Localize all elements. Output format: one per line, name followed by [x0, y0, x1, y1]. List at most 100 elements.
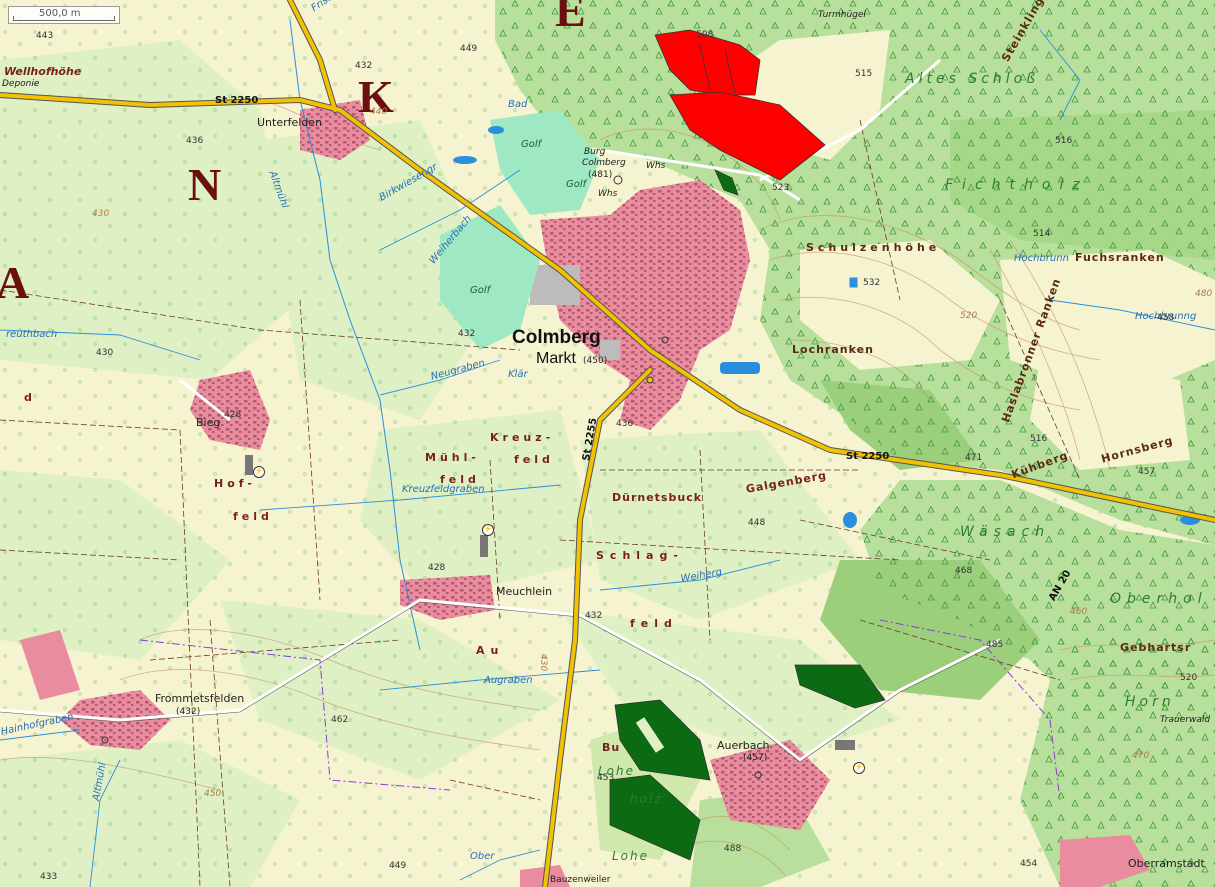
elevation-point: 516 — [1030, 434, 1048, 444]
paths — [0, 119, 1081, 887]
wind-turbine-icon: ⚡ — [853, 762, 865, 774]
field-duernetsbuck: Dürnetsbuck — [612, 491, 703, 504]
field-au: Au — [476, 644, 505, 657]
field-d: d — [24, 391, 36, 404]
elevation-point: 508 — [696, 30, 714, 40]
label-reuthbach: reuthbach — [6, 329, 58, 340]
place-bauzenweiler[interactable]: Bauzenweiler — [550, 875, 611, 885]
elevation-point: 432 — [585, 611, 603, 621]
place-frommetsfelden[interactable]: Frommetsfelden — [155, 692, 245, 705]
elevation-point: 443 — [36, 31, 54, 41]
contour-label: 430 — [92, 209, 110, 219]
contour-label: 440 — [370, 107, 388, 117]
place-oberramstadt[interactable]: Oberramstadt — [1128, 857, 1205, 870]
field-muehlfeld: feld — [440, 473, 480, 486]
elevation-point: 449 — [389, 861, 407, 871]
elevation-point: 436 — [186, 136, 204, 146]
label-trauerwald: Trauerwald — [1160, 715, 1211, 725]
elevation-point: 468 — [955, 566, 973, 576]
label-kreuzfeldgraben: Kreuzfeldgraben — [402, 484, 485, 495]
green-parcels[interactable] — [609, 169, 886, 861]
place-auerbach[interactable]: Auerbach — [717, 739, 770, 752]
elevation-point: 454 — [1020, 859, 1038, 869]
forest-clearings — [720, 30, 1215, 470]
markt-elevation: (450) — [583, 356, 608, 366]
district-letter-e: E — [555, 0, 586, 36]
place-meuchlein[interactable]: Meuchlein — [496, 585, 553, 598]
scale-ruler — [13, 16, 115, 21]
contour-label: 460 — [1070, 607, 1088, 617]
forest-schulzenhoehe: Schulzenhöhe — [806, 241, 941, 254]
scale-label: 500,0 m — [39, 8, 81, 19]
scale-bar: 500,0 m — [8, 6, 120, 24]
field-hoffeld: feld — [233, 510, 273, 523]
district-letter-n: N — [188, 159, 222, 210]
elevation-point: 457 — [1138, 467, 1156, 477]
elevation-point: 532 — [863, 278, 881, 288]
field-schlagfeld: feld — [630, 617, 678, 630]
contour-label: 430 — [538, 654, 548, 672]
forest-gebhart: Gebhartsr — [1120, 641, 1192, 654]
golf-area-north — [490, 110, 600, 215]
label-burg-colmberg: Colmberg — [582, 158, 626, 168]
boundary-line — [139, 639, 451, 791]
auerbach-elevation: (457) — [743, 753, 768, 763]
elevation-point: 516 — [1055, 136, 1073, 146]
field-hof: Hof- — [214, 477, 256, 490]
forest-lohe: Lohe — [598, 764, 636, 778]
forest-lohe-south: Lohe — [612, 849, 650, 863]
place-colmberg[interactable]: Colmberg — [512, 327, 601, 348]
ponds — [453, 126, 1200, 528]
burg-elevation: (481) — [588, 170, 613, 180]
forest-waesach: Wäsach — [960, 524, 1051, 540]
label-burg: Burg — [584, 147, 606, 157]
map-markers — [101, 175, 858, 779]
industrial-area — [530, 265, 580, 305]
label-deponie: Deponie — [2, 79, 40, 89]
elevation-point: 428 — [428, 563, 446, 573]
forest-lochranken: Lochranken — [792, 343, 874, 356]
forest-altes-schloss: Altes Schloß — [905, 71, 1040, 87]
elevation-point: 432 — [355, 61, 373, 71]
minor-roads-edge — [0, 601, 1001, 763]
elevation-point: 523 — [772, 183, 790, 193]
elevation-point: 458 — [1157, 313, 1175, 323]
place-unterfelden[interactable]: Unterfelden — [257, 116, 323, 129]
forest-holz: holz — [630, 792, 663, 806]
minor-roads — [0, 58, 1001, 762]
contour-label: 480 — [1195, 289, 1213, 299]
contour-label: 470 — [1132, 751, 1150, 761]
forest-fuchsranken: Fuchsranken — [1075, 251, 1165, 264]
label-hochbrunn: Hochbrunn — [1014, 253, 1069, 264]
road-st2250-west: St 2250 — [215, 95, 259, 106]
label-ober: Ober — [470, 851, 495, 862]
elevation-point: 428 — [224, 410, 242, 420]
elevation-point: 432 — [458, 329, 476, 339]
label-golf-1: Golf — [521, 139, 542, 150]
building-pattern — [60, 100, 830, 830]
contour-label: 520 — [960, 311, 978, 321]
water-features — [0, 19, 1215, 887]
red-parcels[interactable] — [654, 29, 826, 181]
place-wellhofhoehe: Wellhofhöhe — [4, 65, 82, 78]
wind-turbine-icon: ⚡ — [482, 524, 494, 536]
label-hochbrunng: Hochbrunng — [1135, 311, 1197, 322]
elevation-point: 430 — [96, 348, 114, 358]
place-bieg[interactable]: Bieg — [196, 416, 221, 429]
elevation-point: 436 — [616, 419, 634, 429]
elevation-point: 514 — [1033, 229, 1051, 239]
label-golf-2: Golf — [566, 179, 587, 190]
field-schlag: Schlag- — [596, 549, 684, 562]
contour-label: 450 — [204, 789, 222, 799]
elevation-point: 485 — [986, 640, 1004, 650]
field-muehl: Mühl- — [425, 451, 480, 464]
place-markt: Markt — [536, 350, 576, 367]
field-kreuz: Kreuz- — [490, 431, 555, 444]
elevation-point: 448 — [748, 518, 766, 528]
label-whs-2: Whs — [646, 161, 666, 171]
elevation-point: 462 — [331, 715, 349, 725]
elevation-point: 520 — [1180, 673, 1198, 683]
label-turmhuegel: Turmhügel — [818, 10, 866, 20]
